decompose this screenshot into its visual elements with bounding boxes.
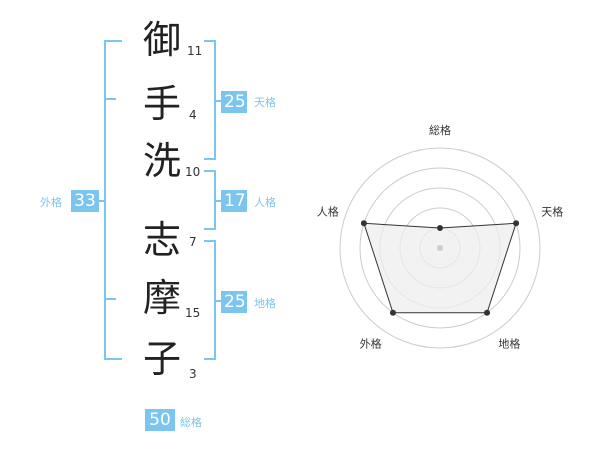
radar-point-1 xyxy=(437,225,443,231)
stroke-count-5: 15 xyxy=(185,306,201,320)
stroke-count-2: 4 xyxy=(189,108,197,122)
tenkaku-score-badge: 25 xyxy=(221,91,247,113)
name-char-1: 御 xyxy=(142,18,181,62)
tenkaku-bracket-connector xyxy=(215,100,221,102)
name-char-2: 手 xyxy=(142,82,181,126)
stroke-count-6: 3 xyxy=(189,367,197,381)
radar-axis-label-5: 人格 xyxy=(317,205,339,219)
radar-axis-label-1: 総格 xyxy=(429,123,451,137)
gaikaku-bracket-tick-bottom xyxy=(106,298,116,300)
gaikaku-score-badge: 33 xyxy=(71,190,99,212)
radar-axis-label-3: 地格 xyxy=(498,336,520,350)
radar-point-5 xyxy=(360,220,367,227)
radar-point-2 xyxy=(513,220,520,227)
chikaku-bracket-connector xyxy=(215,300,221,302)
name-char-6: 子 xyxy=(142,337,181,381)
tenkaku-label: 天格 xyxy=(254,96,276,109)
stroke-count-3: 10 xyxy=(185,165,201,179)
jinkaku-label: 人格 xyxy=(254,196,276,209)
gaikaku-bracket-connector xyxy=(98,200,105,202)
chikaku-label: 地格 xyxy=(254,297,276,310)
name-char-4: 志 xyxy=(142,218,181,262)
gaikaku-bracket xyxy=(104,40,122,360)
radar-center-point xyxy=(437,245,443,251)
jinkaku-score-badge: 17 xyxy=(221,190,247,212)
gaikaku-bracket-tick-top xyxy=(106,98,116,100)
radar-axis-label-2: 天格 xyxy=(541,205,563,219)
radar-value-polygon xyxy=(363,222,517,314)
radar-grid-ring xyxy=(339,147,541,349)
name-char-3: 洗 xyxy=(142,139,181,183)
radar-point-3 xyxy=(484,309,491,316)
gaikaku-label: 外格 xyxy=(40,196,62,209)
chikaku-score-badge: 25 xyxy=(221,291,247,313)
radar-point-4 xyxy=(389,309,396,316)
radar-grid-ring xyxy=(359,167,521,329)
soukaku-score-badge: 50 xyxy=(145,409,175,431)
name-char-5: 摩 xyxy=(142,276,181,320)
jinkaku-bracket-connector xyxy=(215,200,221,202)
radar-axis-label-4: 外格 xyxy=(360,336,382,350)
stroke-count-4: 7 xyxy=(189,235,197,249)
stroke-count-1: 11 xyxy=(187,44,203,58)
soukaku-label: 総格 xyxy=(180,416,202,429)
